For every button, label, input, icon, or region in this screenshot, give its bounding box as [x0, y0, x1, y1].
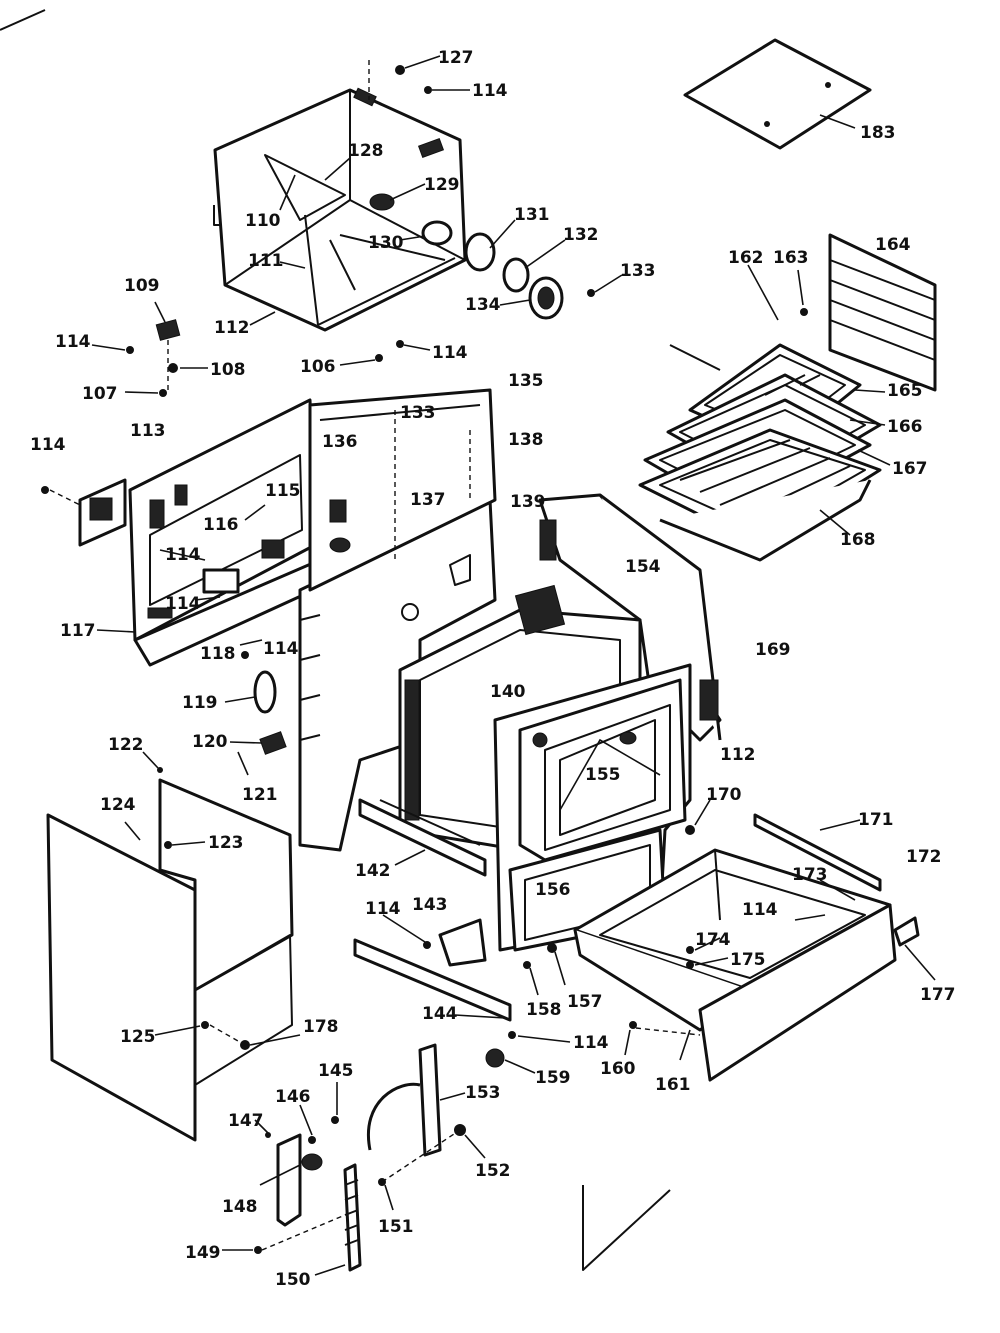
callout-173: 173 [792, 865, 828, 885]
callout-172: 172 [906, 847, 942, 867]
callout-127: 127 [438, 48, 474, 68]
callout-175: 175 [730, 950, 766, 970]
callout-114-g: 114 [263, 639, 299, 659]
side-panels [46, 751, 301, 1142]
callout-139: 139 [510, 492, 546, 512]
callout-115: 115 [265, 481, 301, 501]
callout-134: 134 [465, 295, 501, 315]
drawer-slides [353, 914, 571, 1074]
callout-128: 128 [348, 141, 384, 161]
callout-108: 108 [210, 360, 246, 380]
callout-159: 159 [535, 1068, 571, 1088]
fan-hardware [369, 65, 595, 362]
broiler-pan-and-racks [638, 233, 937, 562]
callout-113: 113 [130, 421, 166, 441]
callout-109: 109 [124, 276, 160, 296]
callout-114-j: 114 [742, 900, 778, 920]
callout-121: 121 [242, 785, 278, 805]
callout-132: 132 [563, 225, 599, 245]
callout-168: 168 [840, 530, 876, 550]
top-cover [683, 38, 872, 150]
callout-125: 125 [120, 1027, 156, 1047]
callout-133: 133 [620, 261, 656, 281]
callout-161: 161 [655, 1075, 691, 1095]
callout-149: 149 [185, 1243, 221, 1263]
callout-167: 167 [892, 459, 928, 479]
callout-106: 106 [300, 357, 336, 377]
callout-114-f: 114 [165, 594, 201, 614]
callout-107: 107 [82, 384, 118, 404]
callout-170: 170 [706, 785, 742, 805]
control-panel [41, 398, 327, 776]
callout-177: 177 [920, 985, 956, 1005]
callout-154: 154 [625, 557, 661, 577]
callout-156: 156 [535, 880, 571, 900]
oven-door [493, 663, 692, 952]
callout-140: 140 [490, 682, 526, 702]
callout-118: 118 [200, 644, 236, 664]
callout-138: 138 [508, 430, 544, 450]
callout-124: 124 [100, 795, 136, 815]
callout-162: 162 [728, 248, 764, 268]
callout-143: 143 [412, 895, 448, 915]
bottom-hardware [222, 1043, 486, 1276]
callout-114-c: 114 [432, 343, 468, 363]
callout-131: 131 [514, 205, 550, 225]
callout-142: 142 [355, 861, 391, 881]
callout-114-d: 114 [30, 435, 66, 455]
callout-146: 146 [275, 1087, 311, 1107]
callout-152: 152 [475, 1161, 511, 1181]
callout-120: 120 [192, 732, 228, 752]
callout-163: 163 [773, 248, 809, 268]
oven-back-box [213, 87, 467, 332]
callout-166: 166 [887, 417, 923, 437]
callout-136: 136 [322, 432, 358, 452]
callout-157: 157 [567, 992, 603, 1012]
callout-119: 119 [182, 693, 218, 713]
callout-114-b: 114 [55, 332, 91, 352]
callout-130: 130 [368, 233, 404, 253]
callout-151: 151 [378, 1217, 414, 1237]
callout-114: 114 [472, 81, 508, 101]
callout-135: 135 [508, 371, 544, 391]
callout-171: 171 [858, 810, 894, 830]
callout-174: 174 [695, 930, 731, 950]
callout-150: 150 [275, 1270, 311, 1290]
callout-148: 148 [222, 1197, 258, 1217]
callout-137: 137 [410, 490, 446, 510]
front-frame [298, 388, 497, 852]
callout-178: 178 [303, 1017, 339, 1037]
small-parts-left [91, 301, 208, 397]
callout-111: 111 [248, 251, 284, 271]
callout-114-e: 114 [165, 545, 201, 565]
top-leaders [249, 55, 623, 366]
callout-153: 153 [465, 1083, 501, 1103]
callout-169: 169 [755, 640, 791, 660]
callout-112-b: 112 [720, 745, 756, 765]
callout-164: 164 [875, 235, 911, 255]
storage-drawer [573, 799, 936, 1082]
callout-145: 145 [318, 1061, 354, 1081]
callout-labels: 127 114 128 129 110 130 131 132 111 133 … [30, 48, 956, 1290]
callout-114-h: 114 [365, 899, 401, 919]
callout-122: 122 [108, 735, 144, 755]
callout-155: 155 [585, 765, 621, 785]
callout-110: 110 [245, 211, 281, 231]
callout-165: 165 [887, 381, 923, 401]
callout-116: 116 [203, 515, 239, 535]
callout-160: 160 [600, 1059, 636, 1079]
callout-123: 123 [208, 833, 244, 853]
callout-144: 144 [422, 1004, 458, 1024]
callout-183: 183 [860, 123, 896, 143]
callout-147: 147 [228, 1111, 264, 1131]
callout-114-i: 114 [573, 1033, 609, 1053]
callout-112: 112 [214, 318, 250, 338]
callout-129: 129 [424, 175, 460, 195]
callout-158: 158 [526, 1000, 562, 1020]
callout-117: 117 [60, 621, 96, 641]
scan-marks [0, 9, 671, 1271]
door-trim-strips [358, 798, 487, 877]
callout-133-b: 133 [400, 403, 436, 423]
